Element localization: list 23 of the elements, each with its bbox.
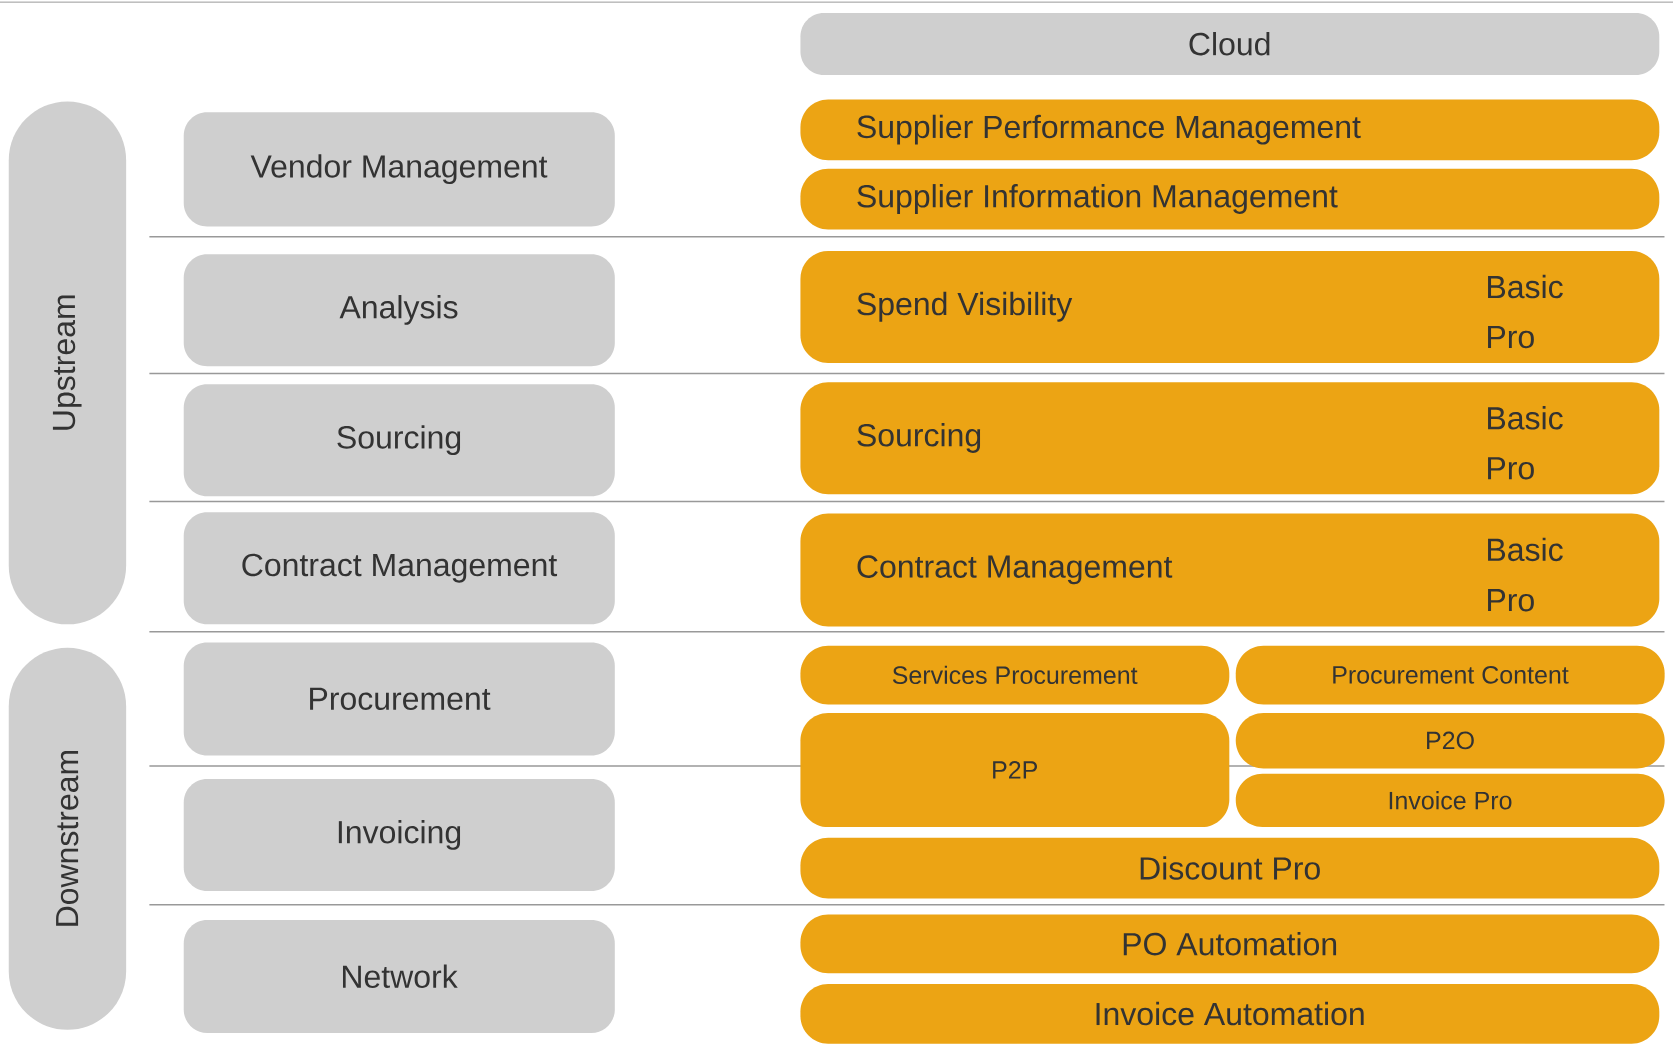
category-box: Sourcing [183,384,615,497]
module-bar: Procurement Content [1235,645,1665,705]
side-band: Downstream [8,648,127,1030]
category-box: Contract Management [183,512,615,625]
side-band: Upstream [8,101,127,625]
module-box: Spend Visibility Basic Pro [800,251,1660,364]
module-bar: Services Procurement [800,645,1230,705]
category-box: Network [183,920,615,1034]
module-box: P2P [800,713,1230,828]
module-bar: Supplier Performance Management [800,99,1660,161]
module-box: Contract Management Basic Pro [800,513,1660,627]
module-bar: Invoice Pro [1235,773,1665,828]
module-bar: Invoice Automation [800,984,1660,1044]
module-bar: Supplier Information Management [800,168,1660,230]
module-bar: PO Automation [800,914,1660,974]
module-box: Sourcing Basic Pro [800,382,1660,495]
header-bar: Cloud [800,13,1660,76]
category-box: Procurement [183,642,615,756]
module-bar: P2O [1235,713,1665,769]
module-bar: Discount Pro [800,837,1660,899]
category-box: Invoicing [183,779,615,892]
category-box: Vendor Management [183,112,615,227]
category-box: Analysis [183,254,615,367]
